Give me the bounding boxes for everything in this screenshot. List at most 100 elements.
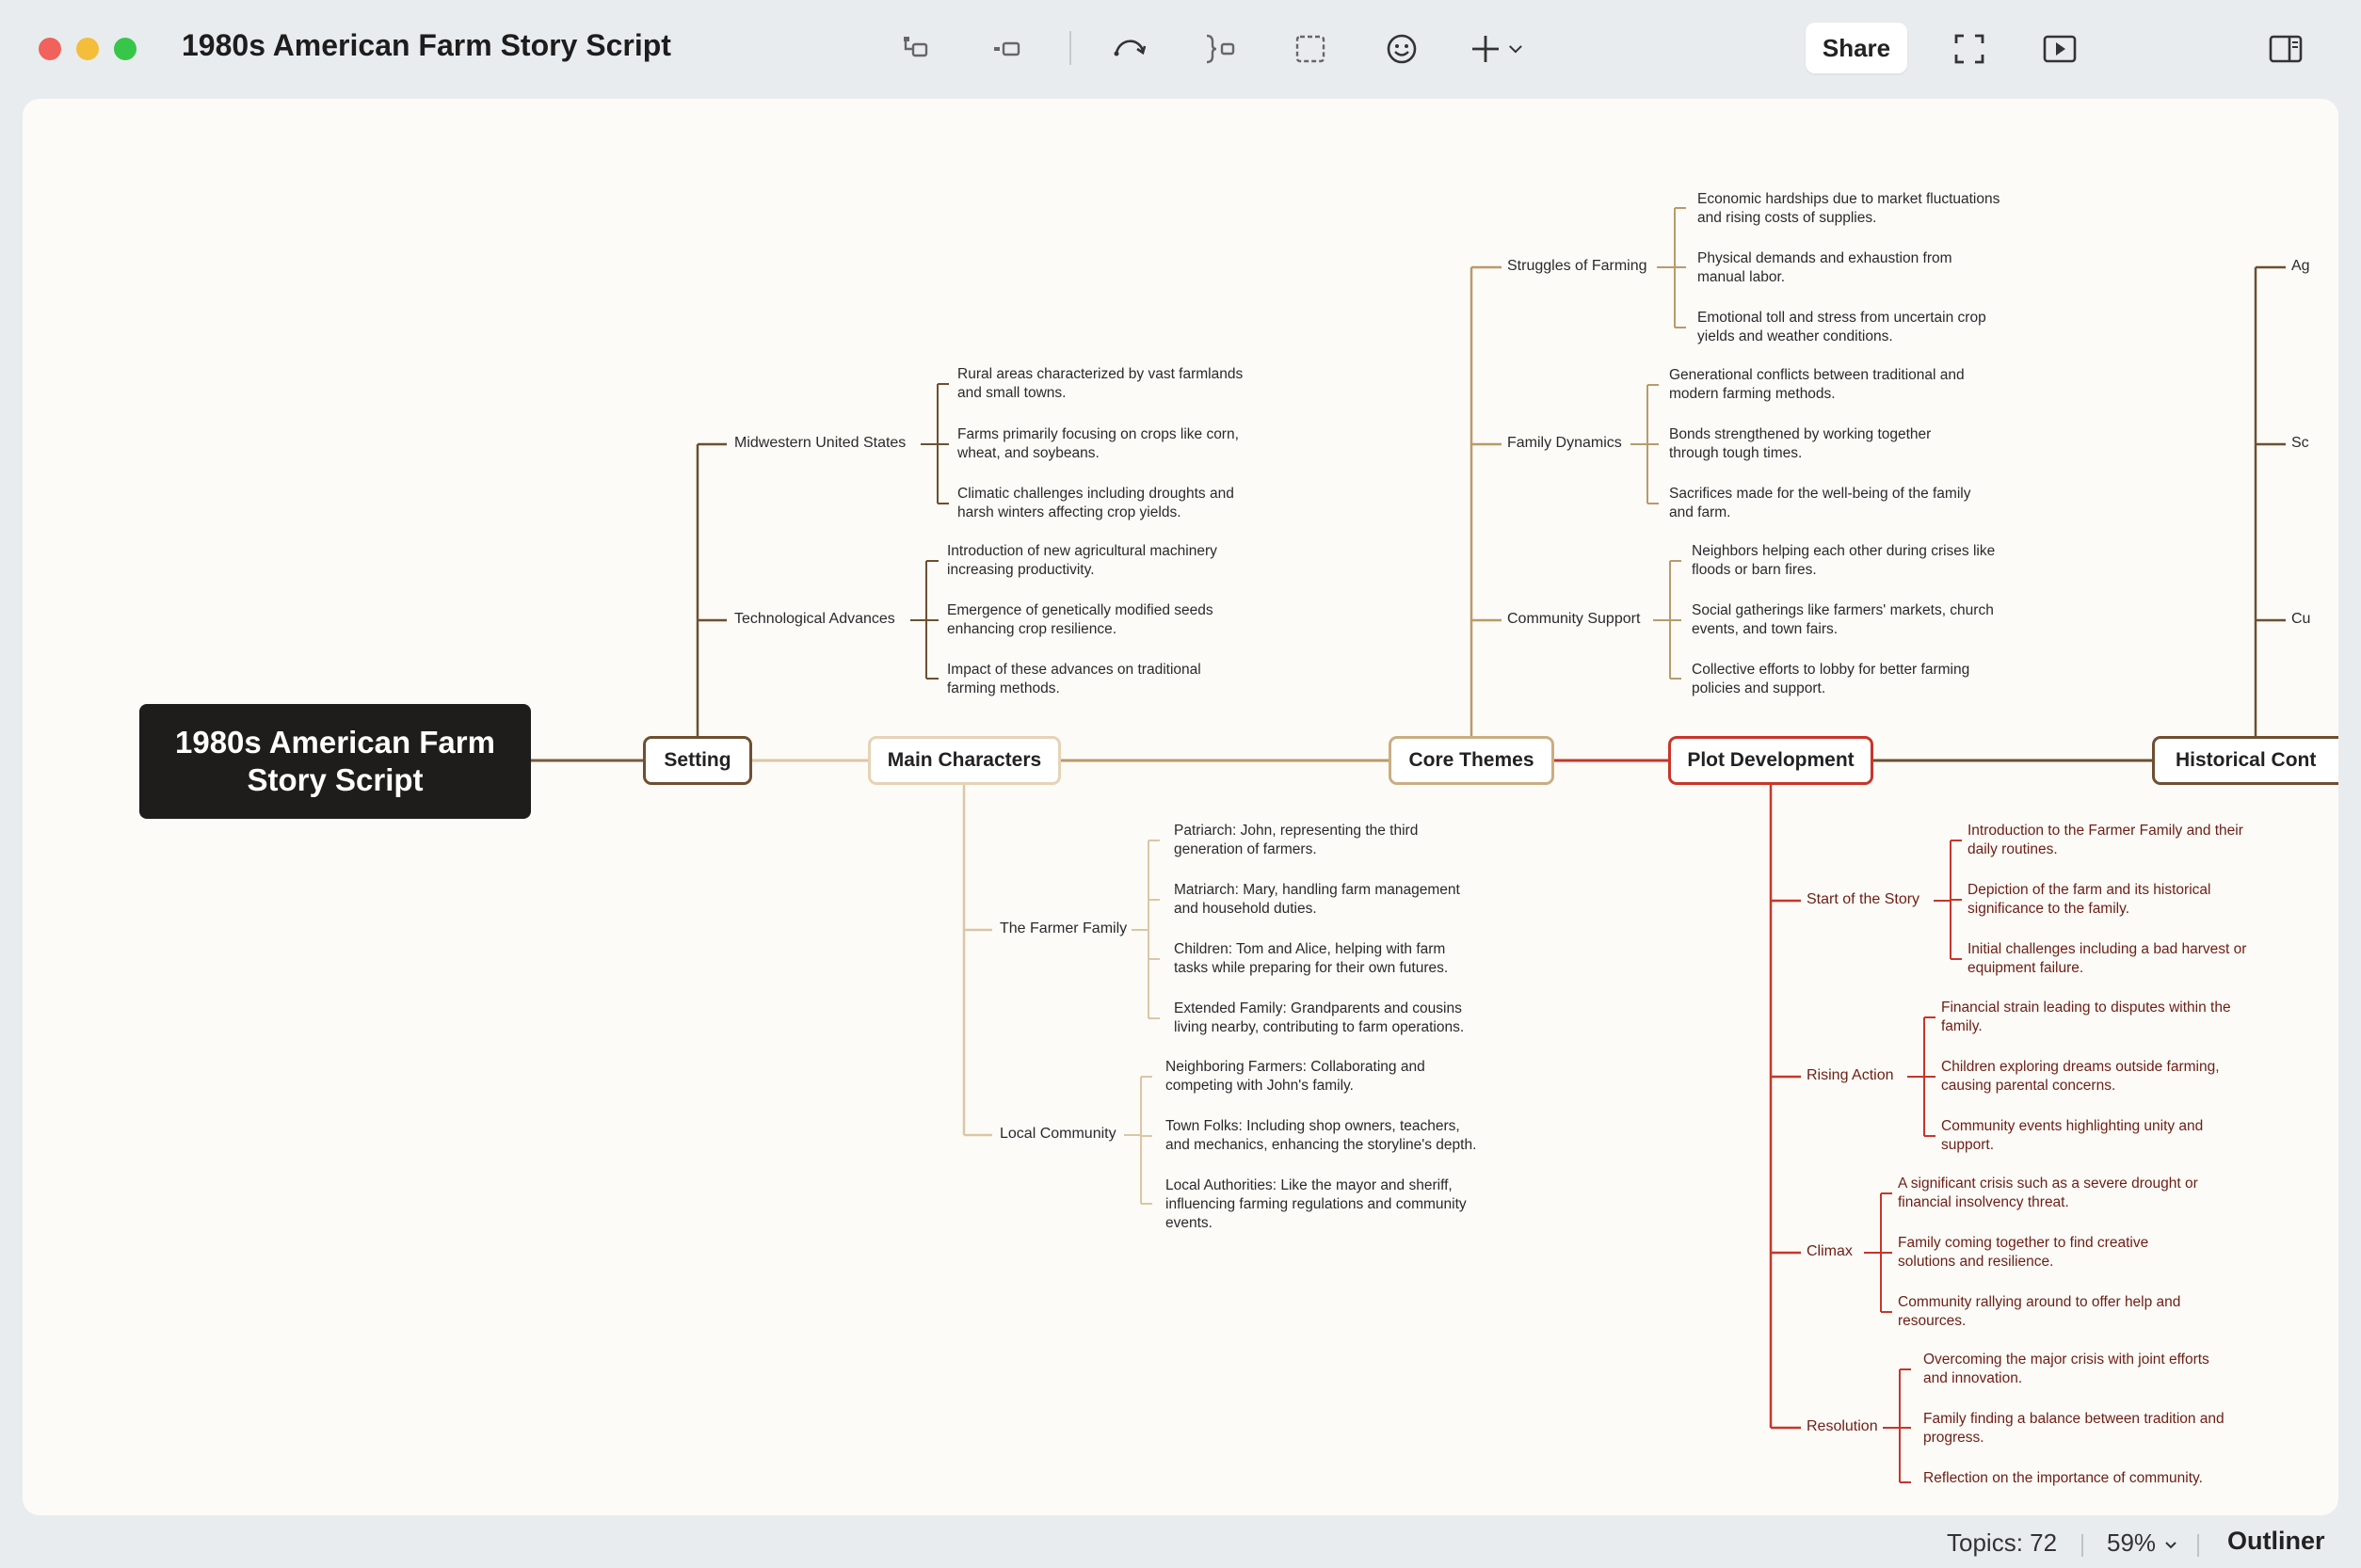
- outliner-button[interactable]: Outliner: [2227, 1527, 2325, 1555]
- leaf-climax-3[interactable]: Community rallying around to offer help …: [1898, 1293, 2180, 1331]
- subtopic-the-farmer-family[interactable]: The Farmer Family: [1000, 920, 1128, 936]
- subtopic-local-community[interactable]: Local Community: [1000, 1126, 1116, 1142]
- leaf-support-3[interactable]: Collective efforts to lobby for better f…: [1692, 661, 1969, 698]
- topic-core-themes[interactable]: Core Themes: [1389, 736, 1554, 785]
- leaf-family-2[interactable]: Matriarch: Mary, handling farm managemen…: [1174, 881, 1460, 919]
- add-icon[interactable]: [1465, 28, 1506, 70]
- subtopic-historical-2[interactable]: Sc: [2291, 435, 2309, 451]
- subtopic-start-of-the-story[interactable]: Start of the Story: [1807, 891, 1920, 907]
- leaf-struggles-1[interactable]: Economic hardships due to market fluctua…: [1697, 190, 2000, 228]
- subtopic-historical-3[interactable]: Cu: [2291, 611, 2311, 627]
- leaf-line: influencing farming regulations and comm…: [1165, 1196, 1467, 1212]
- leaf-line: Social gatherings like farmers' markets,…: [1692, 602, 1994, 618]
- chevron-down-icon: [2162, 1530, 2179, 1560]
- leaf-line: Patriarch: John, representing the third: [1174, 823, 1419, 839]
- leaf-line: Economic hardships due to market fluctua…: [1697, 191, 2000, 207]
- leaf-climax-1[interactable]: A significant crisis such as a severe dr…: [1898, 1175, 2198, 1212]
- leaf-line: and household duties.: [1174, 901, 1317, 917]
- subtopic-climax[interactable]: Climax: [1807, 1243, 1853, 1259]
- leaf-family-4[interactable]: Extended Family: Grandparents and cousin…: [1174, 1000, 1464, 1037]
- topic-setting[interactable]: Setting: [643, 736, 752, 785]
- fullscreen-icon[interactable]: [1949, 28, 1990, 70]
- leaf-rising-1[interactable]: Financial strain leading to disputes wit…: [1941, 999, 2231, 1036]
- chevron-down-icon[interactable]: [1502, 28, 1534, 70]
- subtopic-struggles-of-farming[interactable]: Struggles of Farming: [1507, 258, 1647, 274]
- panel-toggle-icon[interactable]: [2265, 28, 2306, 70]
- leaf-line: increasing productivity.: [947, 562, 1095, 578]
- leaf-line: Children exploring dreams outside farmin…: [1941, 1059, 2220, 1075]
- leaf-line: significance to the family.: [1968, 901, 2130, 917]
- leaf-line: Reflection on the importance of communit…: [1923, 1470, 2203, 1486]
- leaf-resolution-1[interactable]: Overcoming the major crisis with joint e…: [1923, 1351, 2209, 1388]
- leaf-struggles-3[interactable]: Emotional toll and stress from uncertain…: [1697, 309, 1986, 346]
- leaf-line: and rising costs of supplies.: [1697, 210, 1877, 226]
- minimize-window-button[interactable]: [76, 38, 99, 60]
- leaf-climax-2[interactable]: Family coming together to find creative …: [1898, 1234, 2148, 1272]
- leaf-line: Sacrifices made for the well-being of th…: [1669, 486, 1971, 502]
- leaf-line: solutions and resilience.: [1898, 1254, 2054, 1270]
- relationship-icon[interactable]: [1109, 28, 1150, 70]
- leaf-midwest-3[interactable]: Climatic challenges including droughts a…: [957, 485, 1234, 522]
- leaf-community-3[interactable]: Local Authorities: Like the mayor and sh…: [1165, 1176, 1467, 1233]
- subtopic-technological-advances[interactable]: Technological Advances: [734, 611, 895, 627]
- play-icon[interactable]: [2039, 28, 2080, 70]
- zoom-level: 59%: [2107, 1528, 2157, 1557]
- central-topic[interactable]: 1980s American Farm Story Script: [139, 704, 531, 819]
- topic-main-characters[interactable]: Main Characters: [868, 736, 1061, 785]
- topic-historical-context[interactable]: Historical Cont: [2152, 736, 2338, 785]
- leaf-rising-2[interactable]: Children exploring dreams outside farmin…: [1941, 1058, 2220, 1096]
- leaf-line: Family finding a balance between traditi…: [1923, 1411, 2224, 1427]
- leaf-start-2[interactable]: Depiction of the farm and its historical…: [1968, 881, 2210, 919]
- leaf-tech-1[interactable]: Introduction of new agricultural machine…: [947, 542, 1217, 580]
- leaf-line: events.: [1165, 1215, 1213, 1231]
- leaf-midwest-2[interactable]: Farms primarily focusing on crops like c…: [957, 425, 1239, 463]
- close-window-button[interactable]: [39, 38, 61, 60]
- leaf-struggles-2[interactable]: Physical demands and exhaustion from man…: [1697, 249, 1952, 287]
- leaf-support-1[interactable]: Neighbors helping each other during cris…: [1692, 542, 1995, 580]
- leaf-line: Bonds strengthened by working together: [1669, 426, 1932, 442]
- window-title: 1980s American Farm Story Script: [182, 28, 671, 62]
- leaf-rising-3[interactable]: Community events highlighting unity and …: [1941, 1117, 2203, 1155]
- emoji-icon[interactable]: [1381, 28, 1422, 70]
- zoom-window-button[interactable]: [114, 38, 137, 60]
- zoom-control[interactable]: 59%: [2107, 1528, 2179, 1560]
- subtopic-historical-1[interactable]: Ag: [2291, 258, 2310, 274]
- leaf-line: progress.: [1923, 1430, 1984, 1446]
- leaf-family-1[interactable]: Patriarch: John, representing the third …: [1174, 822, 1418, 859]
- leaf-line: equipment failure.: [1968, 960, 2084, 976]
- leaf-line: events, and town fairs.: [1692, 621, 1839, 637]
- leaf-line: harsh winters affecting crop yields.: [957, 504, 1181, 520]
- share-button[interactable]: Share: [1806, 23, 1907, 73]
- subtopic-community-support[interactable]: Community Support: [1507, 611, 1641, 627]
- leaf-midwest-1[interactable]: Rural areas characterized by vast farmla…: [957, 365, 1243, 403]
- leaf-dynamics-1[interactable]: Generational conflicts between tradition…: [1669, 366, 1965, 404]
- leaf-support-2[interactable]: Social gatherings like farmers' markets,…: [1692, 601, 1994, 639]
- subtopic-resolution[interactable]: Resolution: [1807, 1418, 1878, 1434]
- leaf-dynamics-2[interactable]: Bonds strengthened by working together t…: [1669, 425, 1931, 463]
- leaf-dynamics-3[interactable]: Sacrifices made for the well-being of th…: [1669, 485, 1970, 522]
- boundary-icon[interactable]: [1290, 28, 1331, 70]
- subtopic-insert-icon[interactable]: [896, 28, 938, 70]
- leaf-start-1[interactable]: Introduction to the Farmer Family and th…: [1968, 822, 2243, 859]
- leaf-resolution-3[interactable]: Reflection on the importance of communit…: [1923, 1469, 2203, 1488]
- leaf-community-1[interactable]: Neighboring Farmers: Collaborating and c…: [1165, 1058, 1425, 1096]
- topic-plot-development[interactable]: Plot Development: [1668, 736, 1873, 785]
- leaf-line: competing with John's family.: [1165, 1078, 1354, 1094]
- leaf-start-3[interactable]: Initial challenges including a bad harve…: [1968, 940, 2246, 978]
- leaf-line: causing parental concerns.: [1941, 1078, 2116, 1094]
- subtopic-midwestern-united-states[interactable]: Midwestern United States: [734, 435, 907, 451]
- leaf-line: resources.: [1898, 1313, 1967, 1329]
- leaf-family-3[interactable]: Children: Tom and Alice, helping with fa…: [1174, 940, 1448, 978]
- mind-map-canvas[interactable]: 1980s American Farm Story Script Setting…: [23, 99, 2338, 1515]
- leaf-resolution-2[interactable]: Family finding a balance between traditi…: [1923, 1410, 2224, 1448]
- subtopic-rising-action[interactable]: Rising Action: [1807, 1067, 1894, 1083]
- topic-insert-icon[interactable]: [988, 28, 1030, 70]
- subtopic-family-dynamics[interactable]: Family Dynamics: [1507, 435, 1622, 451]
- leaf-line: Community events highlighting unity and: [1941, 1118, 2204, 1134]
- leaf-community-2[interactable]: Town Folks: Including shop owners, teach…: [1165, 1117, 1476, 1155]
- leaf-tech-3[interactable]: Impact of these advances on traditional …: [947, 661, 1201, 698]
- leaf-line: and small towns.: [957, 385, 1067, 401]
- summary-icon[interactable]: [1199, 28, 1241, 70]
- leaf-tech-2[interactable]: Emergence of genetically modified seeds …: [947, 601, 1213, 639]
- leaf-line: Overcoming the major crisis with joint e…: [1923, 1352, 2209, 1368]
